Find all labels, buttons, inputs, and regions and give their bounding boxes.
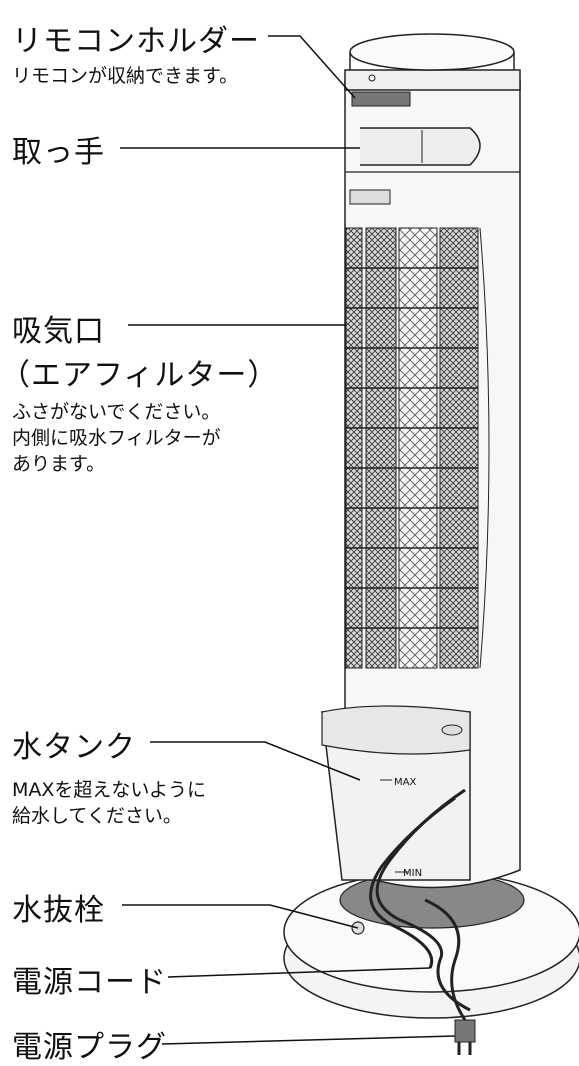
water-tank-title: 水タンク [12,730,136,765]
power-plug-title: 電源プラグ [12,1030,167,1065]
water-tank-desc-1: MAXを超えないように [12,779,207,801]
leader-lines [120,35,456,1045]
water-tank: MAX MIN [321,705,471,881]
water-tank-desc-2: 給水してください。 [12,805,182,827]
air-intake-desc-1: ふさがないでください。 [12,401,221,423]
drain-plug-title: 水抜栓 [12,893,105,928]
power-cord-drawing [369,788,471,1021]
tank-max-mark: MAX [394,777,416,788]
air-filter-grille [345,227,490,669]
remote-holder-desc: リモコンが収納できます。 [12,65,239,87]
tower-body [344,33,521,889]
air-intake-title: 吸気口 [12,314,105,349]
tank-min-mark: MIN [403,868,422,879]
air-intake-subtitle: （エアフィルター） [0,358,279,393]
air-intake-desc-3: あります。 [12,453,106,475]
power-cord-title: 電源コード [12,965,167,1000]
power-plug-drawing [454,1019,476,1055]
base [283,871,579,1019]
remote-holder-title: リモコンホルダー [12,24,260,59]
air-intake-desc-2: 内側に吸水フィルターが [12,427,221,449]
handle-title: 取っ手 [12,135,105,170]
